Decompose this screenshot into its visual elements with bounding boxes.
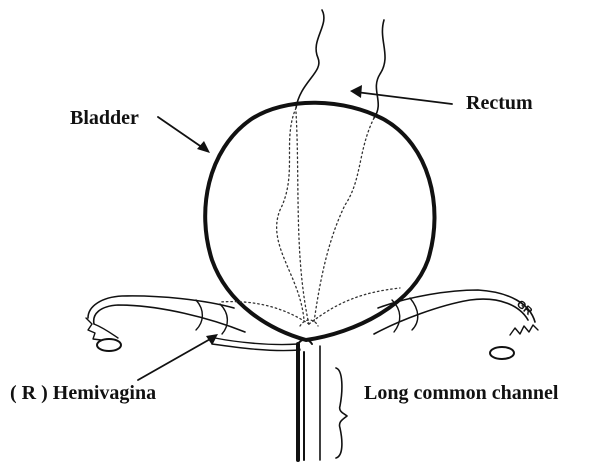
bladder-outline [205, 103, 434, 340]
hemivagina-region [212, 338, 300, 351]
common-channel [298, 340, 320, 461]
label-bladder: Bladder [70, 107, 139, 129]
label-rectum: Rectum [466, 92, 533, 114]
rectum-dotted-outline [277, 108, 374, 325]
label-common-channel: Long common channel [364, 382, 559, 404]
label-hemivagina: ( R ) Hemivagina [10, 382, 156, 404]
left-uterine-horn [86, 296, 245, 351]
channel-bracket [336, 368, 347, 458]
